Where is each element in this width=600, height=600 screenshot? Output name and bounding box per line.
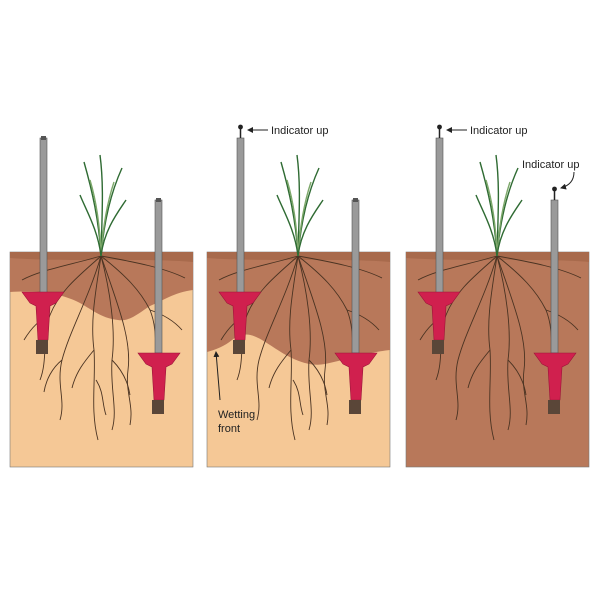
panel-1-grass <box>79 154 127 257</box>
panel-1-wet-soil <box>10 252 193 321</box>
panel-1 <box>9 136 194 468</box>
panel-1-probe-right <box>137 198 181 414</box>
panel-3-indicator-right-icon <box>552 186 557 192</box>
panel-2-indicator-left-icon <box>238 124 243 130</box>
panel-1-probe-left <box>21 136 65 354</box>
panel-2-grass <box>276 154 324 257</box>
panel-3-probe-right <box>533 186 577 414</box>
panel-3-indicator-right-label: Indicator up <box>522 159 579 171</box>
panel-3-grass <box>475 154 523 257</box>
wetting-front-arrow-icon <box>213 351 221 401</box>
panel-2-probe-left <box>218 124 262 354</box>
panel-2-roots <box>218 255 383 441</box>
panel-3-indicator-right-arrow-icon <box>560 171 575 190</box>
panel-2-indicator-label: Indicator up <box>271 125 328 137</box>
panel-2-probe-right <box>334 198 378 414</box>
panel-3-probe-left <box>417 124 461 354</box>
panel-3-roots <box>417 255 582 441</box>
panel-3-indicator-left-label: Indicator up <box>470 125 527 137</box>
wetting-front-label-line2: front <box>218 423 240 435</box>
panel-2-wet-soil <box>207 252 390 365</box>
panel-2: Indicator up Wetting front <box>206 124 391 468</box>
wetting-front-label-line1: Wetting <box>218 409 255 421</box>
panel-3: Indicator up Indicator up <box>405 124 590 468</box>
panel-3-indicator-left-icon <box>437 124 442 130</box>
